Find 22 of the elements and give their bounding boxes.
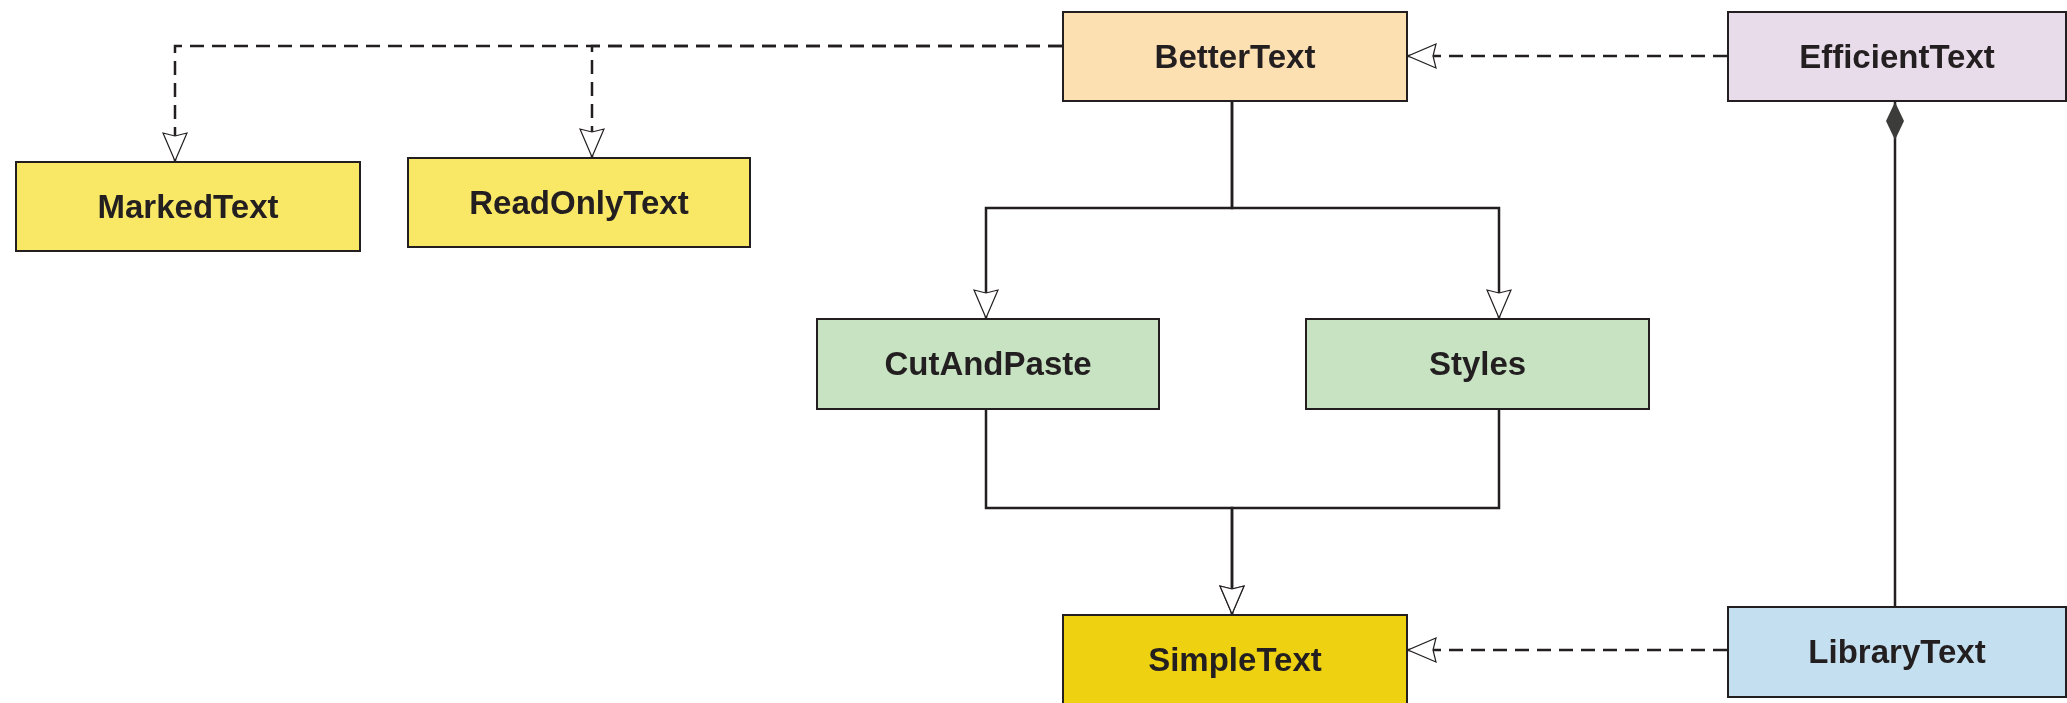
class-name: BetterText bbox=[1154, 37, 1316, 76]
class-name: SimpleText bbox=[1148, 641, 1322, 679]
class-name: CutAndPaste bbox=[884, 345, 1092, 383]
class-box bbox=[816, 318, 1160, 410]
class-name: EfficientText bbox=[1799, 37, 1995, 76]
dashed-arrow bbox=[1407, 637, 1727, 663]
class-name: MarkedText bbox=[97, 187, 279, 226]
class-box bbox=[15, 161, 361, 252]
class-name: LibraryText bbox=[1808, 633, 1986, 671]
dashed-arrow bbox=[1407, 43, 1727, 69]
class-box bbox=[1727, 606, 2067, 698]
class-name: ReadOnlyText bbox=[469, 183, 689, 222]
class-box bbox=[1727, 11, 2067, 102]
class-box bbox=[1062, 11, 1408, 102]
composition-line bbox=[1886, 102, 1904, 606]
class-box bbox=[407, 157, 751, 248]
arrow bbox=[1230, 102, 1512, 319]
dashed-arrow bbox=[579, 44, 1062, 158]
class-box bbox=[1062, 614, 1408, 703]
class-box bbox=[1305, 318, 1650, 410]
class-name: Styles bbox=[1428, 345, 1527, 383]
arrow bbox=[1219, 410, 1501, 615]
